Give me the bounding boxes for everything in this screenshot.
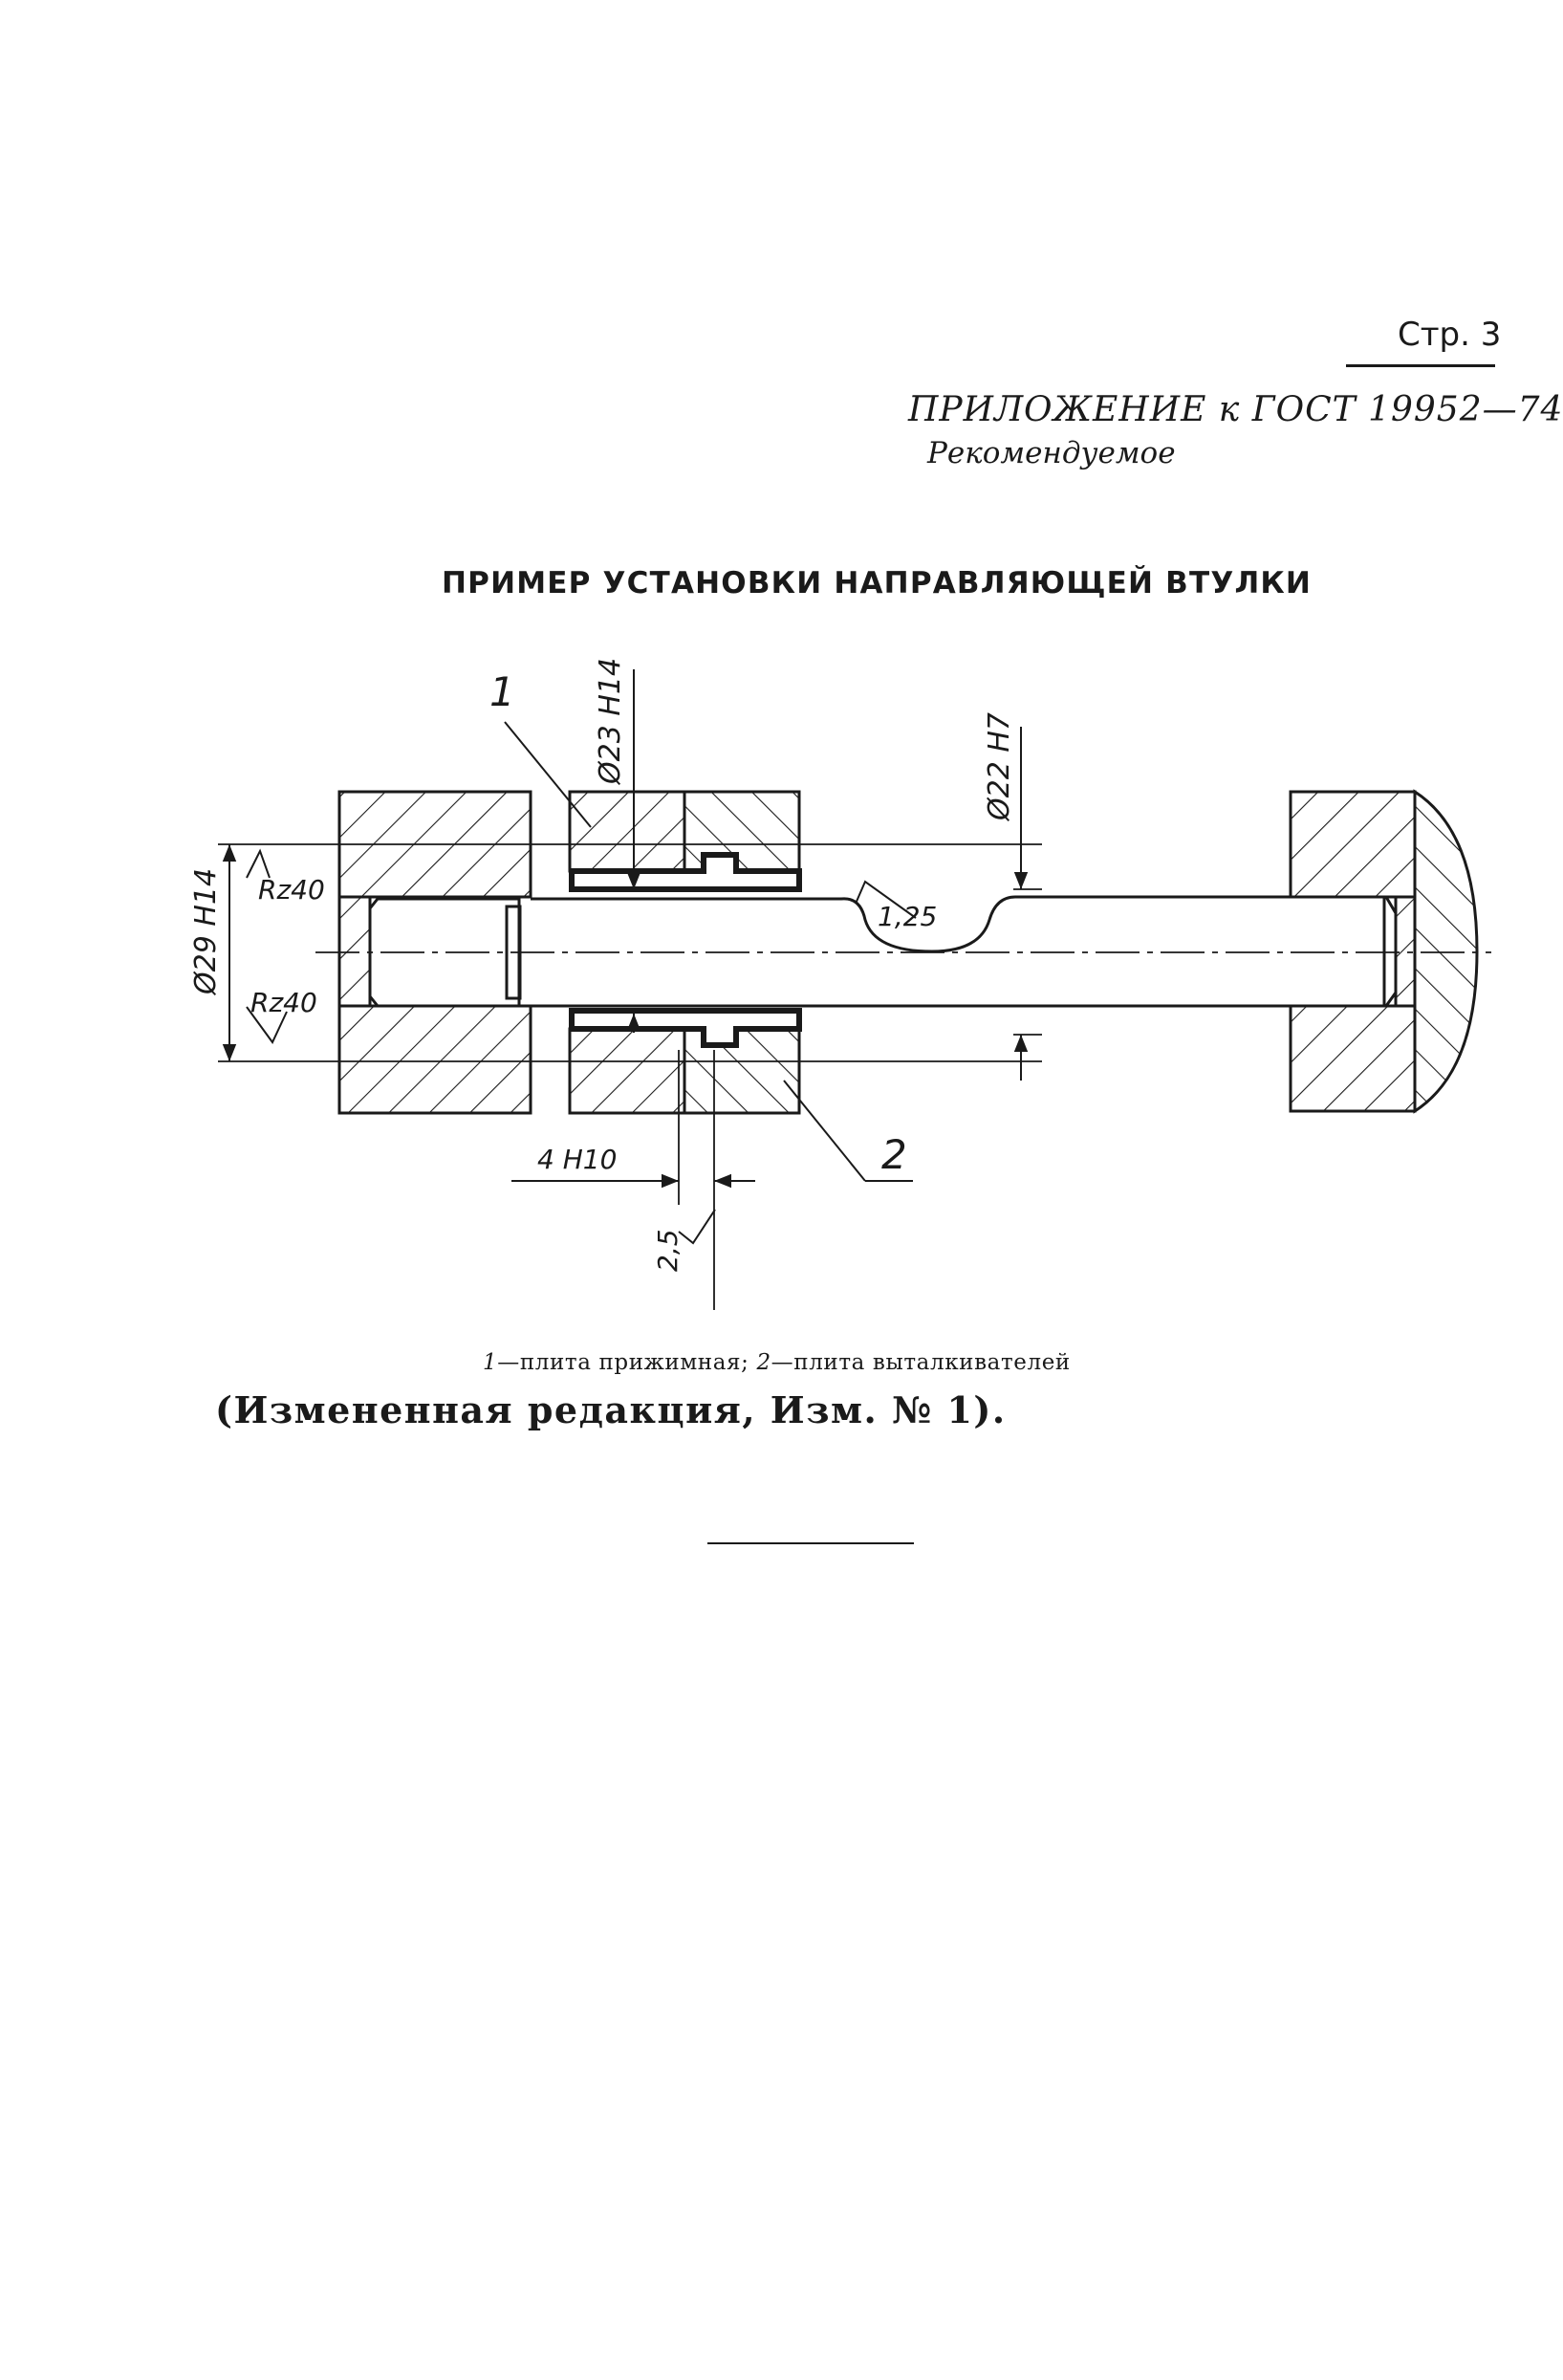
page-number-underline xyxy=(1346,364,1495,367)
caption-number-2: 2 xyxy=(756,1350,771,1375)
caption-text-1: —плита прижимная; xyxy=(497,1350,757,1375)
figure-caption: 1—плита прижимная; 2—плита выталкивателе… xyxy=(483,1350,1071,1375)
appendix-title: ПРИЛОЖЕНИЕ к ГОСТ 19952—74 xyxy=(908,390,1563,429)
dimension-lines xyxy=(222,669,1029,1189)
extension-lines xyxy=(218,843,1042,1310)
dim-pin-22: Ø22 H7 xyxy=(983,712,1016,822)
page-title: ПРИМЕР УСТАНОВКИ НАПРАВЛЯЮЩЕЙ ВТУЛКИ xyxy=(442,566,1313,600)
roughness-top-label: Rz40 xyxy=(258,874,325,906)
callout-1: 1 xyxy=(489,668,515,715)
roughness-groove-label: 1,25 xyxy=(878,901,937,932)
roughness-side-label: 2,5 xyxy=(652,1229,684,1272)
pressure-plate-1 xyxy=(568,790,686,1115)
guide-pin xyxy=(531,895,1398,1008)
page-number: Стр. 3 xyxy=(1398,316,1502,354)
appendix-status: Рекомендуемое xyxy=(927,436,1176,470)
roughness-symbols xyxy=(246,848,917,1245)
technical-drawing: 1 2 Ø23 H14 Ø22 H7 Ø29 H14 Rz40 Rz40 1,2… xyxy=(189,658,1491,1310)
roughness-bottom-label: Rz40 xyxy=(250,987,317,1018)
caption-text-2: —плита выталкивателей xyxy=(771,1350,1071,1375)
caption-number-1: 1 xyxy=(483,1350,498,1375)
dim-width-4: 4 H10 xyxy=(537,1144,617,1175)
end-rule xyxy=(707,1542,914,1544)
revision-note: (Измененная редакция, Изм. № 1). xyxy=(215,1388,1007,1431)
dim-outer-29: Ø29 H14 xyxy=(189,868,223,996)
dim-bore-23: Ø23 H14 xyxy=(594,658,627,786)
guide-bushing xyxy=(569,852,802,1048)
callout-2: 2 xyxy=(881,1131,907,1178)
pin-head xyxy=(1289,789,1479,1114)
